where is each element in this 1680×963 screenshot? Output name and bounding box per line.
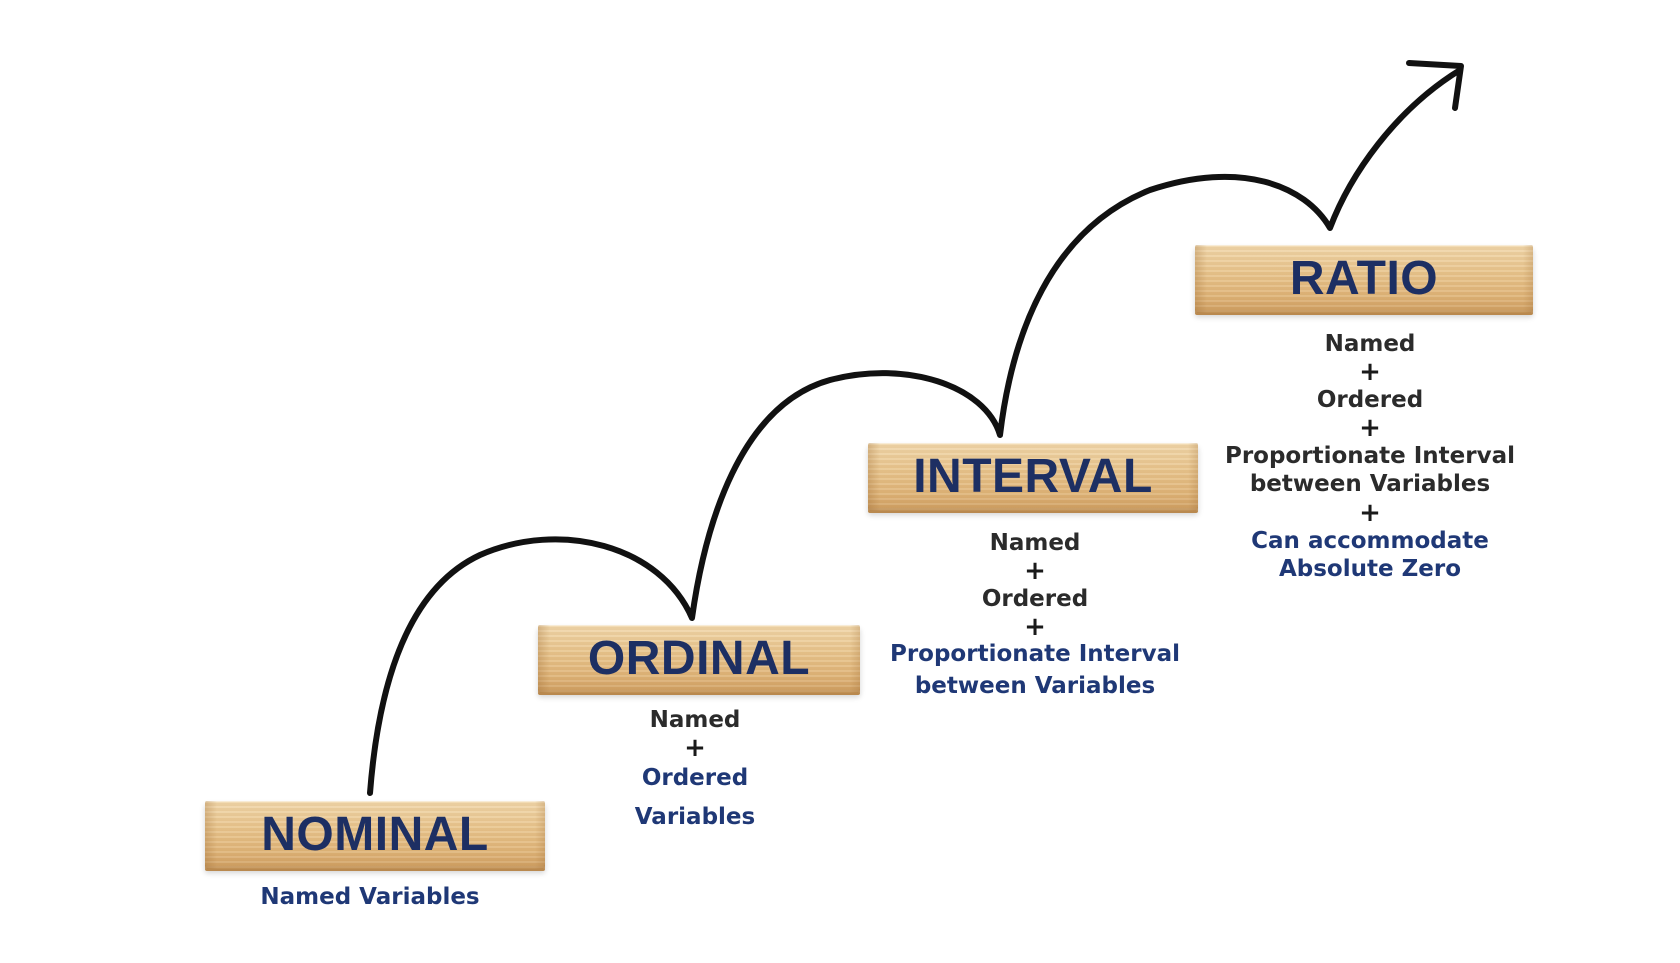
ratio-plus-1: + bbox=[1359, 357, 1381, 388]
interval-block: INTERVAL bbox=[868, 443, 1198, 511]
ordinal-line-3: Variables bbox=[634, 803, 756, 830]
interval-description: Named + Ordered + Proportionate Interval… bbox=[880, 530, 1190, 700]
nominal-description: Named Variables bbox=[210, 884, 530, 911]
nominal-title: NOMINAL bbox=[261, 808, 489, 861]
ratio-description: Named + Ordered + Proportionate Interval… bbox=[1215, 331, 1525, 583]
ratio-line-6: Absolute Zero bbox=[1278, 556, 1462, 583]
interval-line-2: Ordered bbox=[981, 585, 1089, 612]
nominal-line-1: Named Variables bbox=[260, 884, 480, 910]
nominal-block: NOMINAL bbox=[205, 801, 545, 869]
ordinal-description: Named + Ordered Variables bbox=[560, 707, 830, 831]
ratio-line-4: between Variables bbox=[1249, 471, 1491, 498]
ordinal-block: ORDINAL bbox=[538, 625, 860, 693]
ratio-line-3: Proportionate Interval bbox=[1224, 443, 1516, 470]
interval-line-1: Named bbox=[989, 530, 1081, 556]
ratio-line-1: Named bbox=[1324, 331, 1416, 357]
ratio-line-5: Can accommodate bbox=[1251, 528, 1489, 555]
ordinal-title: ORDINAL bbox=[587, 632, 811, 685]
ratio-plus-2: + bbox=[1359, 412, 1381, 443]
upward-arrow-icon bbox=[1406, 60, 1464, 111]
interval-title: INTERVAL bbox=[913, 450, 1153, 503]
ratio-line-2: Ordered bbox=[1316, 386, 1424, 413]
ordinal-plus-1: + bbox=[684, 733, 706, 764]
ratio-title: RATIO bbox=[1289, 252, 1439, 305]
interval-plus-1: + bbox=[1024, 556, 1046, 587]
ordinal-line-2: Ordered bbox=[641, 764, 749, 791]
ratio-plus-3: + bbox=[1359, 497, 1381, 528]
interval-line-3: Proportionate Interval bbox=[889, 641, 1181, 668]
interval-line-4: between Variables bbox=[914, 672, 1156, 699]
ratio-block: RATIO bbox=[1195, 245, 1533, 313]
interval-plus-2: + bbox=[1024, 611, 1046, 642]
ordinal-line-1: Named bbox=[649, 707, 741, 733]
